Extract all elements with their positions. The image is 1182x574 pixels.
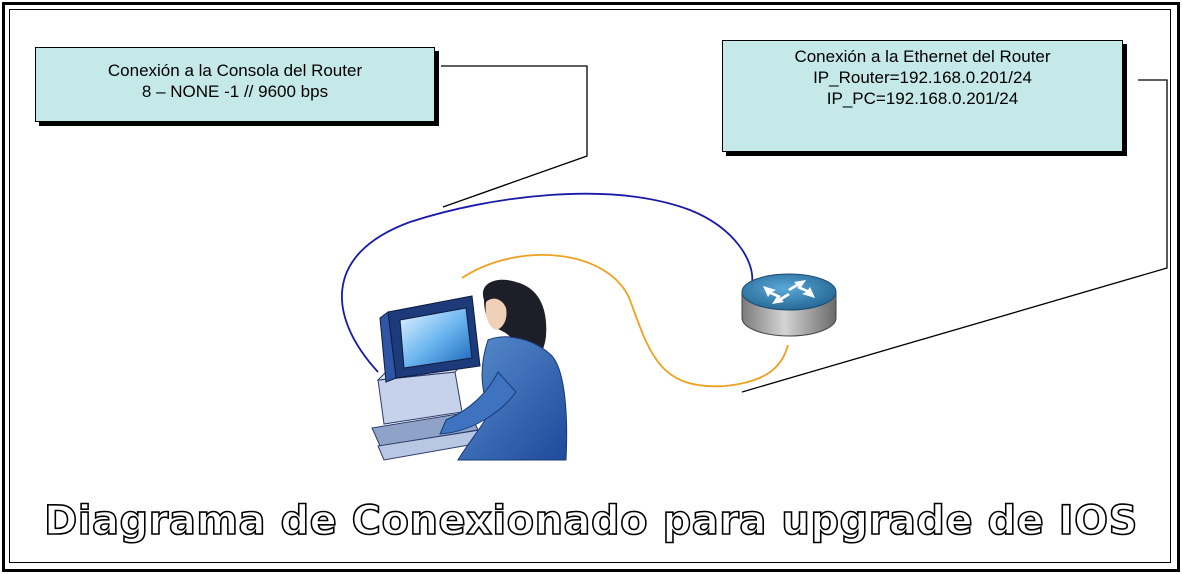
ethernet-cable — [461, 254, 789, 388]
console-callout-line-2: 8 – NONE -1 // 9600 bps — [141, 82, 329, 101]
ethernet-callout-line-2: IP_Router=192.168.0.201/24 — [813, 68, 1032, 87]
ethernet-callout-line-3: IP_PC=192.168.0.201/24 — [826, 89, 1019, 108]
ethernet-leader-line — [741, 79, 1168, 393]
console-callout-line-1: Conexión a la Consola del Router — [107, 61, 363, 80]
console-cable — [341, 192, 754, 373]
diagram-title: Diagrama de Conexionado para upgrade de … — [43, 497, 1138, 545]
router-icon — [741, 273, 837, 337]
inner-border — [9, 9, 1171, 563]
pc-user-icon — [371, 279, 568, 461]
console-leader-line — [441, 65, 588, 208]
console-callout: Conexión a la Consola del Router 8 – NON… — [35, 47, 435, 122]
ethernet-callout: Conexión a la Ethernet del Router IP_Rou… — [722, 40, 1123, 152]
ethernet-callout-line-1: Conexión a la Ethernet del Router — [794, 47, 1051, 66]
